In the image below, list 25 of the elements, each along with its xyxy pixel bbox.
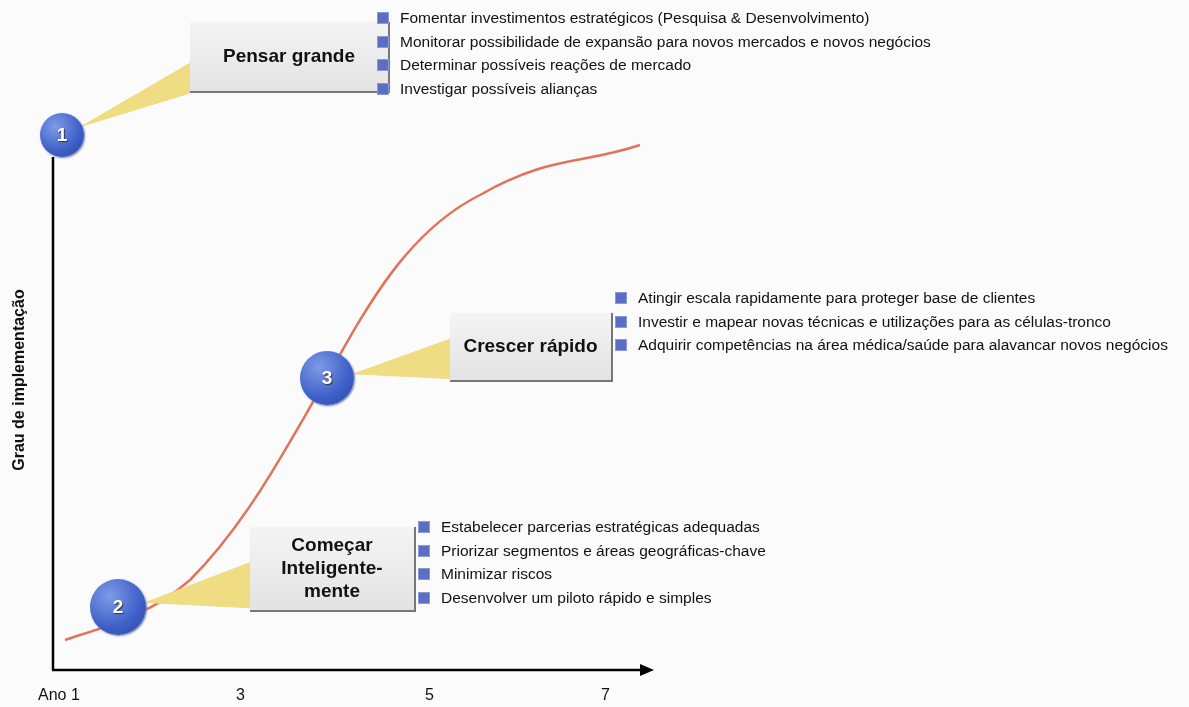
callout-wedge [145,562,251,609]
tick-label: Ano 1 [38,686,80,704]
tick-label: 3 [236,686,245,704]
numbered-circle: 3 [300,351,354,405]
tick-label: 5 [425,686,434,704]
bullet-text: Determinar possíveis reações de mercado [400,56,692,73]
callout-box: Começar Inteligente- mente [250,527,416,612]
axis-title: Grau de implementação [9,289,28,471]
bullet-text: Atingir escala rapidamente para proteger base de clientes [638,289,1036,306]
bullet-text: Adquirir competências na área médica/saúde para alavancar novos negócios [638,336,1168,353]
bullet-text: Minimizar riscos [441,565,553,582]
callout-box: Crescer rápido [450,313,613,382]
bullet-text: Estabelecer parcerias estratégicas adequadas [441,518,760,535]
tick-label: 7 [601,686,610,704]
numbered-circle: 1 [40,113,84,157]
callout-wedge [81,62,191,127]
bullet-text: Investir e mapear novas técnicas e utilizações para as células-tronco [638,312,1111,330]
callout-box: Pensar grande [190,22,390,93]
callout-wedge [353,338,451,380]
numbered-circle: 2 [90,579,146,635]
bullet-text: Priorizar segmentos e áreas geográficas-chave [441,541,766,559]
bullet-text: Desenvolver um piloto rápido e simples [441,588,712,606]
bullet-text: Monitorar possibilidade de expansão para novos mercados e novos negócios [400,32,931,50]
bullet-text: Investigar possíveis alianças [400,79,598,97]
bullet-text: Fomentar investimentos estratégicos (Pesquisa & Desenvolvimento) [400,9,870,26]
